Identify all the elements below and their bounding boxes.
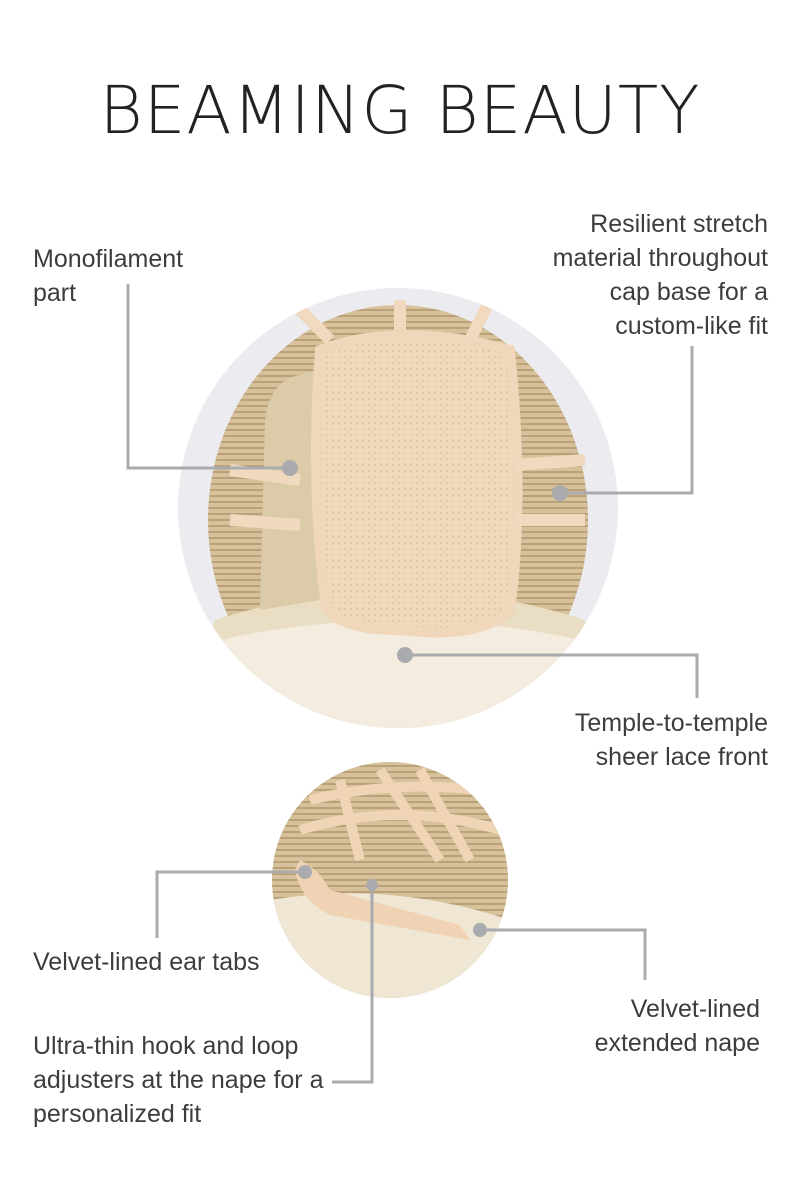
leader-lace-front [405,653,699,698]
leader-stretch [560,346,694,495]
callout-stretch: Resilient stretch material throughout ca… [552,210,768,340]
leader-adjusters [332,885,374,1084]
callout-nape: Velvet-lined extended nape [594,995,760,1057]
leader-ear-tabs [155,870,305,938]
top-cap-image [180,297,618,728]
callout-lace-front: Temple-to-temple sheer lace front [574,709,768,771]
marker-dot [282,460,298,476]
marker-dot [473,923,487,937]
marker-dot [397,647,413,663]
marker-dot [552,485,568,501]
leader-lines [126,284,699,1084]
leader-nape [480,928,647,980]
callout-ear-tabs: Velvet-lined ear tabs [33,948,260,976]
callout-monofilament: Monofilament part [33,245,184,307]
page-title: BEAMING BEAUTY [99,72,701,149]
leader-monofilament [126,284,290,470]
marker-dot [298,865,312,879]
marker-dot [366,879,378,891]
bottom-cap-image [272,762,508,998]
callout-adjusters: Ultra-thin hook and loop adjusters at th… [33,1032,324,1128]
